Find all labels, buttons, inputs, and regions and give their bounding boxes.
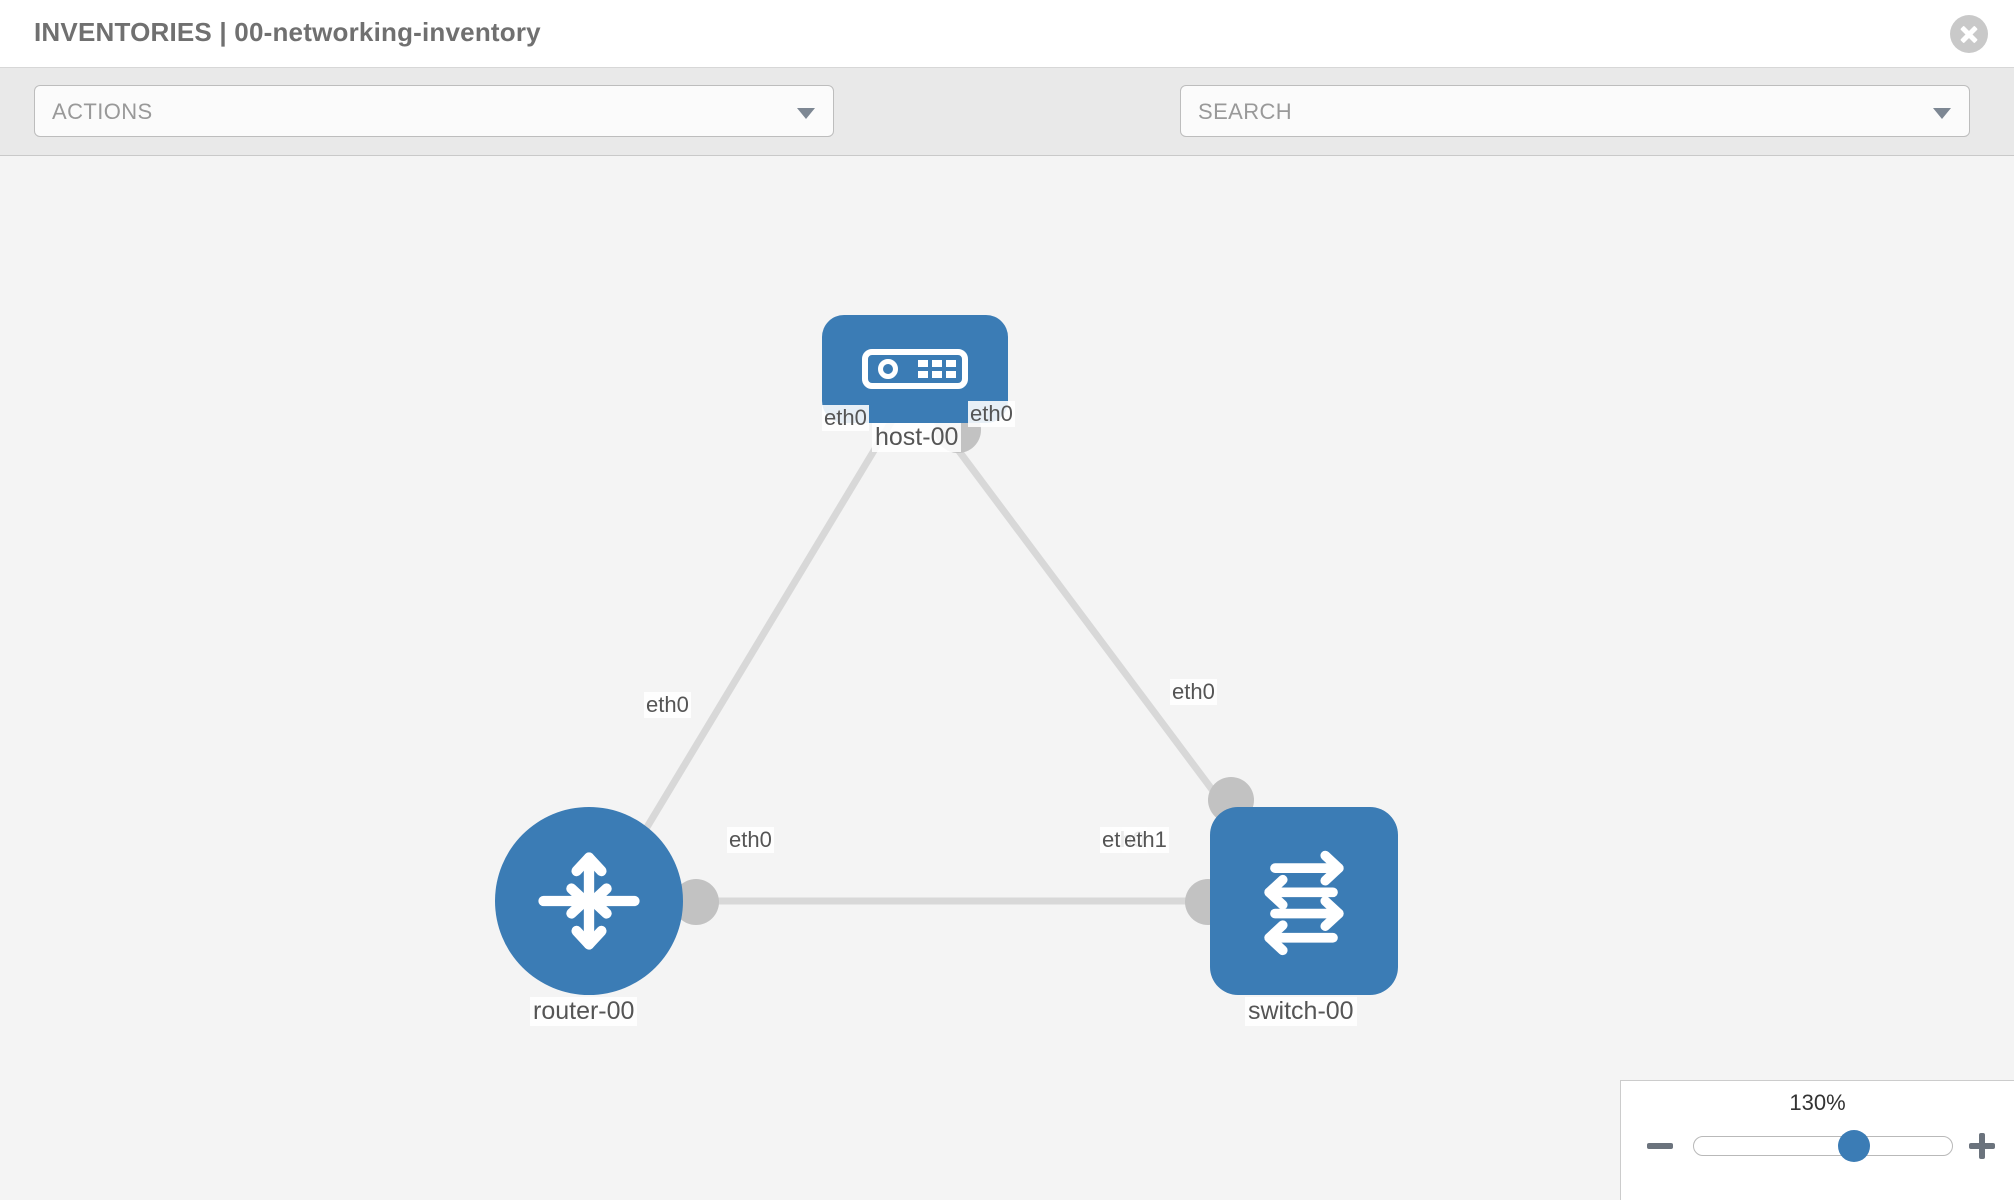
actions-dropdown-label: ACTIONS <box>52 99 153 124</box>
link-host-switch <box>932 416 1258 850</box>
link-host-router <box>626 417 896 859</box>
chevron-down-icon <box>1933 108 1951 119</box>
zoom-level-value: 130% <box>1789 1090 1846 1115</box>
search-input-label: SEARCH <box>1198 99 1293 124</box>
zoom-in-button[interactable] <box>1967 1131 1997 1161</box>
zoom-slider-track[interactable] <box>1693 1130 1953 1162</box>
page-title: INVENTORIES | 00-networking-inventory <box>34 17 541 47</box>
node-router-00-label: router-00 <box>530 997 638 1026</box>
zoom-control-panel: 130% <box>1620 1080 2014 1200</box>
router-icon[interactable] <box>495 807 683 995</box>
node-switch-00-label: switch-00 <box>1245 997 1357 1026</box>
zoom-slider-row <box>1621 1127 2014 1167</box>
node-host-00-label: host-00 <box>872 423 962 452</box>
search-input[interactable]: SEARCH <box>1180 85 1970 137</box>
node-router-00[interactable]: router-00 <box>495 807 683 1026</box>
chevron-down-icon <box>797 108 815 119</box>
edge-label-router-right: eth0 <box>727 827 774 853</box>
zoom-slider-handle[interactable] <box>1837 1130 1870 1162</box>
edge-label-host-left: eth0 <box>822 405 869 431</box>
edge-label-switch-up: eth0 <box>1170 679 1217 705</box>
page-header: INVENTORIES | 00-networking-inventory <box>0 0 2014 68</box>
toolbar: ACTIONS SEARCH <box>0 68 2014 194</box>
actions-dropdown[interactable]: ACTIONS <box>34 85 834 137</box>
node-host-00[interactable]: host-00 <box>822 315 1008 452</box>
topology-canvas[interactable]: host-00 router-00 <box>0 157 2014 1200</box>
switch-icon[interactable] <box>1210 807 1398 995</box>
topology-links <box>626 416 1258 905</box>
zoom-out-button[interactable] <box>1645 1131 1675 1161</box>
node-switch-00[interactable]: switch-00 <box>1210 807 1398 1026</box>
edge-label-switch-left: eth1 <box>1122 827 1169 853</box>
edge-label-router-up: eth0 <box>644 692 691 718</box>
close-icon[interactable] <box>1950 15 1988 53</box>
edge-label-host-right: eth0 <box>968 401 1015 427</box>
